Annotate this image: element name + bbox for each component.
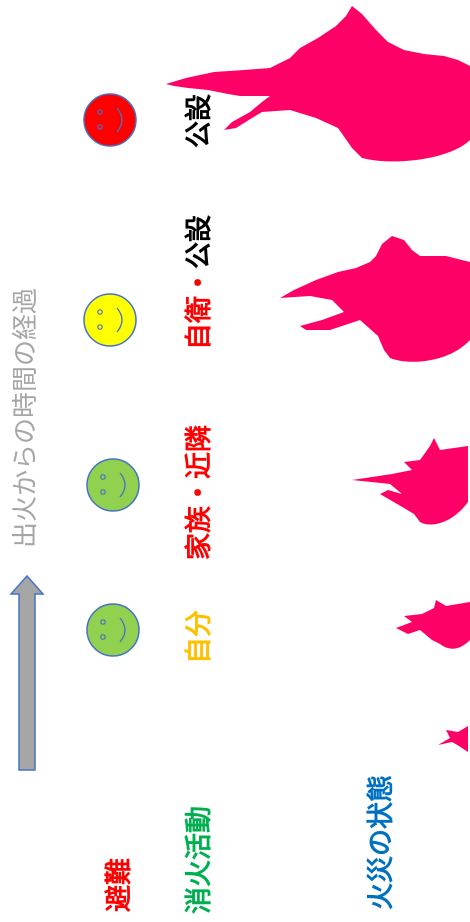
time-axis-label: 出火からの時間の経過 xyxy=(11,287,41,548)
up-arrow-icon xyxy=(9,574,45,771)
actor-label-self-defense: 自衛 xyxy=(184,296,215,350)
flame-icon xyxy=(438,726,468,752)
actor-label-separator: ・ xyxy=(184,269,215,296)
evacuation-label: 避難 xyxy=(104,858,135,912)
actor-label-self: 自分 xyxy=(184,610,215,664)
smiley-face-icon xyxy=(83,293,137,347)
actor-label-family-neighbors: 家族・近隣 xyxy=(184,425,215,560)
firefighting-label: 消火活動 xyxy=(184,806,215,914)
flame-icon xyxy=(352,438,468,525)
actor-label-public-only: 公設 xyxy=(184,94,215,148)
smiley-face-icon xyxy=(83,93,137,147)
flame-icon xyxy=(280,236,470,362)
actor-label-self-defense-public: 自衛・公設 xyxy=(184,215,215,350)
flame-icon xyxy=(396,600,470,649)
smiley-face-icon xyxy=(86,458,140,512)
smiley-face-icon xyxy=(86,603,140,657)
actor-label-public: 公設 xyxy=(184,215,215,269)
flame-icon xyxy=(166,6,470,162)
fire-state-label: 火災の状態 xyxy=(366,775,397,910)
